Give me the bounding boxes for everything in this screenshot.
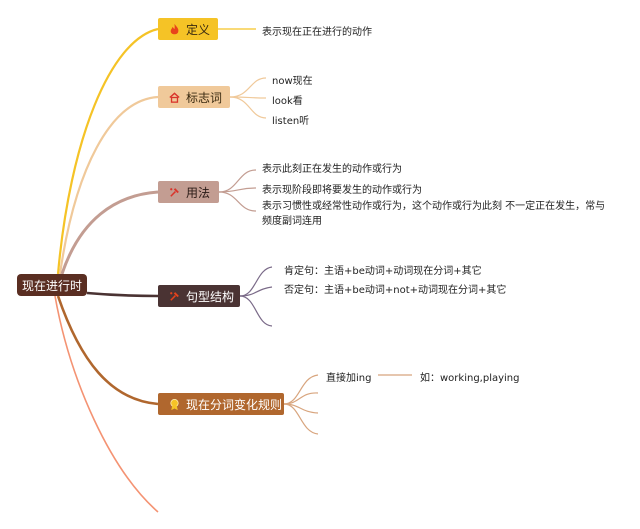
award-icon — [168, 397, 181, 411]
branch-participle-rules-label: 现在分词变化规则 — [186, 397, 283, 412]
leaf-keywords-3[interactable]: listen听 — [272, 116, 310, 127]
root-node-label: 现在进行时 — [21, 278, 82, 293]
root-node[interactable]: 现在进行时 — [17, 274, 87, 296]
connector-root-keywords — [58, 95, 159, 275]
connector-root-rules — [56, 295, 159, 406]
leaf-structure-2[interactable]: 否定句：主语+be动词+not+动词现在分词+其它 — [284, 285, 507, 296]
connector-root-usage — [60, 190, 159, 275]
leaf-usage-1[interactable]: 表示此刻正在发生的动作或行为 — [262, 164, 402, 175]
branch-keywords-label: 标志词 — [186, 90, 223, 105]
flame-icon — [168, 22, 181, 36]
home-icon — [168, 90, 181, 104]
branch-keywords[interactable]: 标志词 — [158, 86, 230, 108]
leaf-usage-3[interactable]: 表示习惯性或经常性动作或行为，这个动作或行为此刻 不一定正在发生，常与频度副词连… — [262, 201, 606, 227]
leaf-keywords-1[interactable]: now现在 — [272, 76, 313, 87]
connector-root-structure — [86, 291, 159, 298]
connector-root-definition — [56, 27, 159, 275]
leaf-rules-1-example[interactable]: 如：working,playing — [420, 373, 520, 384]
branch-structure[interactable]: 句型结构 — [158, 285, 240, 307]
connector-root-empty — [54, 295, 159, 513]
leaf-usage-2[interactable]: 表示现阶段即将要发生的动作或行为 — [262, 185, 422, 196]
pin-icon — [168, 185, 181, 199]
branch-participle-rules[interactable]: 现在分词变化规则 — [158, 393, 284, 415]
branch-definition[interactable]: 定义 — [158, 18, 218, 40]
leaf-keywords-2[interactable]: look看 — [272, 96, 303, 107]
branch-structure-label: 句型结构 — [186, 289, 235, 304]
leaf-definition-1[interactable]: 表示现在正在进行的动作 — [262, 27, 372, 38]
branch-usage[interactable]: 用法 — [158, 181, 219, 203]
branch-usage-label: 用法 — [186, 185, 211, 200]
pin-icon — [168, 289, 181, 303]
branch-definition-label: 定义 — [186, 22, 211, 37]
leaf-structure-1[interactable]: 肯定句：主语+be动词+动词现在分词+其它 — [284, 266, 482, 277]
leaf-rules-1[interactable]: 直接加ing — [326, 373, 372, 384]
